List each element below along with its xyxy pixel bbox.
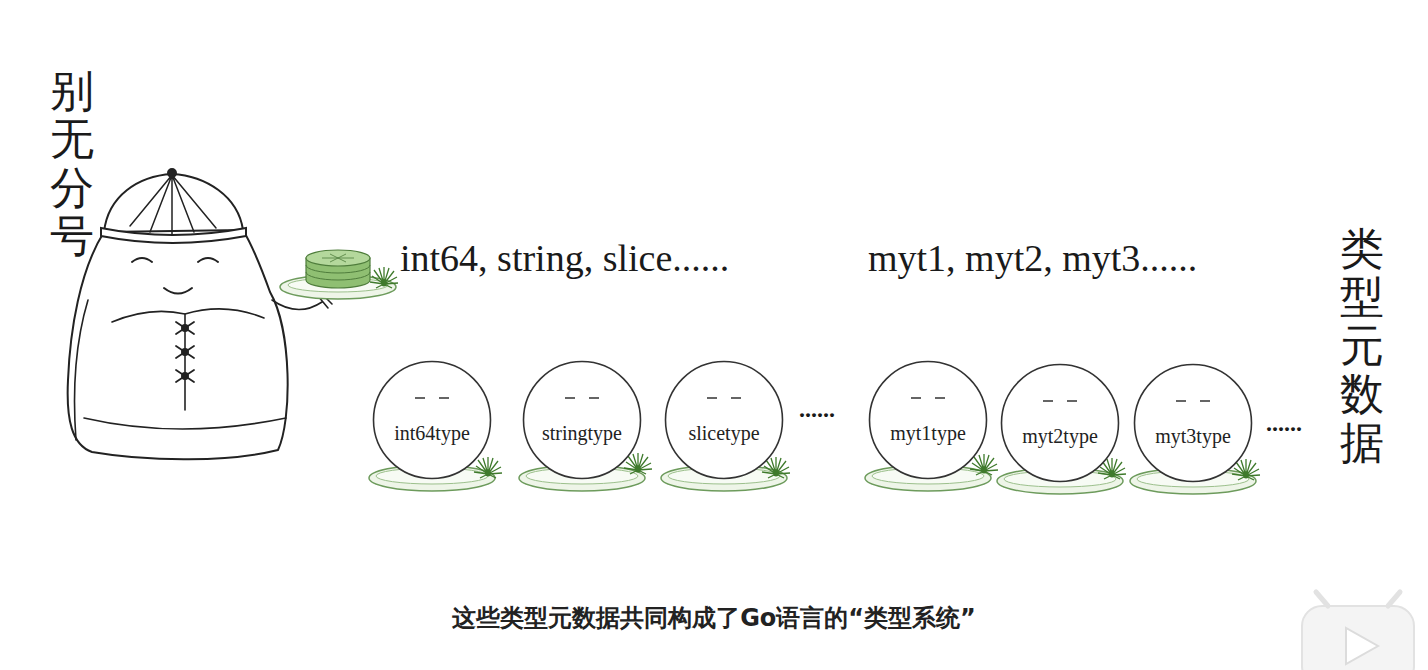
player-logo	[1302, 592, 1414, 670]
cake-plate	[280, 250, 396, 299]
button	[182, 349, 188, 355]
circle-outline	[664, 360, 784, 480]
eyes	[707, 397, 741, 399]
type-circle: int64type	[372, 360, 492, 480]
body-outline	[68, 230, 288, 459]
type-name: myt3type	[1155, 425, 1231, 448]
circle-outline	[1135, 365, 1252, 482]
frog-buttons	[176, 322, 194, 382]
coat-hem	[84, 418, 286, 429]
waiter-figure	[68, 169, 332, 459]
eyes	[565, 397, 599, 399]
circle-outline	[524, 362, 641, 479]
ellipsis: ......	[1266, 410, 1302, 437]
collar	[112, 309, 264, 322]
button	[182, 373, 188, 379]
ellipsis: ......	[799, 396, 835, 423]
vertical-label: 类型元数据	[1340, 226, 1384, 468]
eyes	[415, 397, 449, 399]
grass-tuft	[474, 457, 502, 478]
grass-tuft	[370, 267, 398, 288]
type-circle: myt1type	[868, 360, 988, 480]
hat	[104, 174, 243, 232]
circle-outline	[1002, 365, 1119, 482]
type-name: myt2type	[1022, 425, 1098, 448]
circle-outline	[870, 362, 987, 479]
subtitle-caption: 这些类型元数据共同构成了Go语言的“类型系统”	[452, 602, 976, 634]
type-name: myt1type	[890, 422, 966, 445]
custom-type-list: myt1, myt2, myt3......	[868, 236, 1197, 280]
circle-outline	[374, 362, 491, 479]
type-name: int64type	[394, 422, 470, 445]
eyes	[1176, 400, 1210, 402]
hat-brim	[101, 228, 246, 243]
eyes	[1043, 400, 1077, 402]
hat-knob	[168, 169, 176, 177]
circle-outline	[1133, 363, 1253, 483]
button	[182, 325, 188, 331]
circle-outline	[372, 360, 492, 480]
hat-seams	[130, 175, 216, 234]
circle-outline	[1000, 363, 1120, 483]
eyes	[132, 258, 218, 262]
type-circle: slicetype	[664, 360, 784, 480]
builtin-type-list: int64, string, slice......	[400, 236, 729, 280]
type-name: slicetype	[688, 422, 759, 445]
circle-outline	[522, 360, 642, 480]
circle-outline	[666, 362, 783, 479]
type-name: stringtype	[542, 422, 622, 445]
vertical-title: 别无分号	[50, 68, 94, 262]
circle-outline	[868, 360, 988, 480]
type-circle: stringtype	[522, 360, 642, 480]
smile	[164, 288, 192, 294]
type-circle: myt2type	[1000, 363, 1120, 483]
type-circle: myt3type	[1133, 363, 1253, 483]
eyes	[911, 397, 945, 399]
